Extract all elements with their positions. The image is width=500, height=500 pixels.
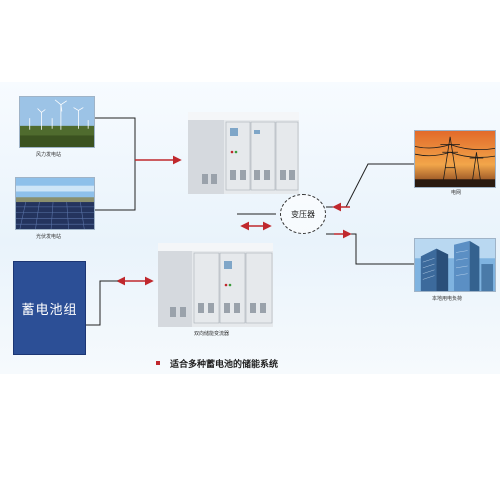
converter-cabinet-image (158, 243, 273, 327)
caption-bullet (156, 361, 160, 365)
battery-group-label: 蓄电池组 (21, 302, 78, 318)
converter-label: 双向储能变流器 (194, 331, 230, 337)
power-grid-label: 电网 (451, 190, 462, 196)
solar-plant-label: 光伏发电站 (36, 234, 62, 240)
top-cabinet-image (188, 112, 299, 194)
solar-plant-image (15, 177, 95, 230)
wind-farm-label: 风力发电站 (36, 152, 62, 158)
wind-farm-image (19, 96, 95, 148)
local-load-label: 本地用电负荷 (432, 296, 463, 302)
caption-row: 适合多种蓄电池的储能系统 (156, 356, 278, 370)
transformer-node: 变压器 (280, 194, 326, 234)
local-load-image (414, 238, 496, 292)
power-grid-image (414, 130, 496, 188)
caption-text: 适合多种蓄电池的储能系统 (170, 359, 279, 370)
transformer-label: 变压器 (291, 209, 315, 219)
battery-group-box: 蓄电池组 (13, 261, 86, 355)
